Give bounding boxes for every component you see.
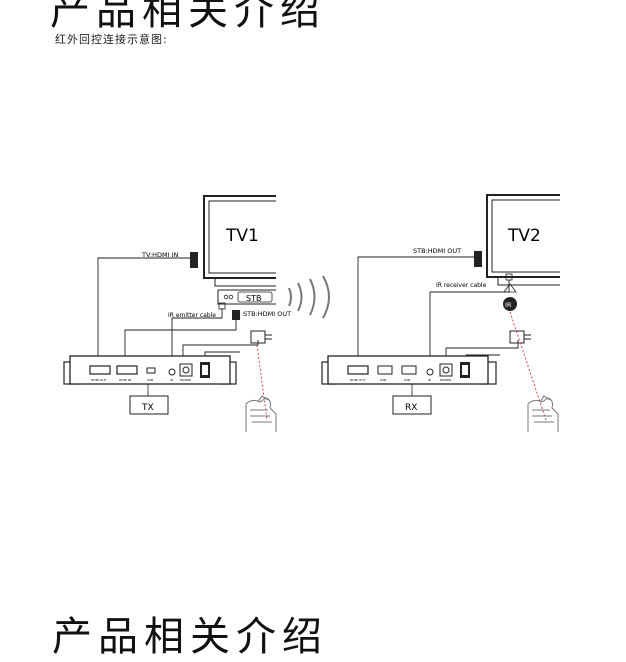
ir-receiver-triangle-icon bbox=[503, 283, 517, 293]
rx-port-usb-2: USB bbox=[404, 378, 410, 382]
tx-port-power: POWER bbox=[180, 378, 191, 382]
rx-label-box bbox=[392, 395, 432, 415]
page-heading-top: 产品相关介绍 bbox=[50, 0, 326, 34]
rx-box: HDMI OUT USB USB IR POWER bbox=[321, 355, 497, 385]
ir-receiver-cable-label: IR receiver cable bbox=[436, 282, 487, 289]
rx-stb-hdmi-out-label: STB:HDMI OUT bbox=[413, 247, 461, 255]
stb-label: STB bbox=[246, 294, 261, 303]
rx-diagram: TV2 STB:HDMI OUT IR receiver cable IR bbox=[321, 194, 560, 432]
rx-ir-beam bbox=[509, 311, 547, 421]
tx-box: HDMI OUT HDMI IN USB IR POWER bbox=[63, 355, 237, 385]
stb-box: STB bbox=[217, 289, 276, 305]
ir-emitter-cable-label: IR emitter cable bbox=[168, 312, 216, 319]
tx-label: TX bbox=[141, 403, 154, 413]
rx-port-hdmi-out: HDMI OUT bbox=[350, 378, 366, 382]
tv1-label: TV1 bbox=[225, 226, 259, 246]
rx-port-ir: IR bbox=[428, 378, 431, 382]
tx-remote-hand-icon bbox=[245, 395, 277, 432]
tv1-hdmi-connector bbox=[190, 252, 198, 268]
stb-hdmi-out-label: STB:HDMI OUT bbox=[243, 310, 291, 318]
tx-label-box bbox=[129, 395, 169, 415]
tx-port-ir: IR bbox=[170, 378, 173, 382]
tx-power-adapter bbox=[250, 330, 266, 344]
tx-port-hdmi-out: HDMI OUT bbox=[91, 378, 107, 382]
tv1-screen: TV1 bbox=[203, 195, 276, 287]
ir-emitter-head bbox=[218, 302, 226, 310]
tx-port-usb: USB bbox=[147, 378, 153, 382]
rx-power-adapter bbox=[509, 330, 525, 344]
stb-hdmi-connector bbox=[232, 310, 240, 320]
tv-hdmi-in-label: TV:HDMI IN bbox=[141, 251, 178, 259]
diagram-caption: 红外回控连接示意图: bbox=[55, 33, 168, 46]
tv2-screen: TV2 bbox=[486, 194, 560, 286]
tv2-hdmi-connector bbox=[474, 251, 482, 267]
tx-port-hdmi-in: HDMI IN bbox=[119, 378, 131, 382]
rx-label: RX bbox=[405, 403, 417, 413]
ir-badge-label: IR bbox=[505, 301, 512, 309]
rx-port-usb-1: USB bbox=[380, 378, 386, 382]
tv2-label: TV2 bbox=[507, 226, 541, 246]
ir-connection-diagram: TV1 STB TV:HDMI IN STB:HD bbox=[63, 194, 560, 432]
rx-remote-hand-icon bbox=[527, 395, 559, 432]
tx-ir-beam bbox=[256, 344, 268, 421]
rx-port-power: POWER bbox=[440, 378, 451, 382]
ir-signal-waves bbox=[288, 275, 330, 319]
page-heading-bottom: 产品相关介绍 bbox=[52, 614, 328, 660]
ir-badge-icon bbox=[503, 297, 517, 311]
tx-diagram: TV1 STB TV:HDMI IN STB:HD bbox=[63, 195, 330, 432]
